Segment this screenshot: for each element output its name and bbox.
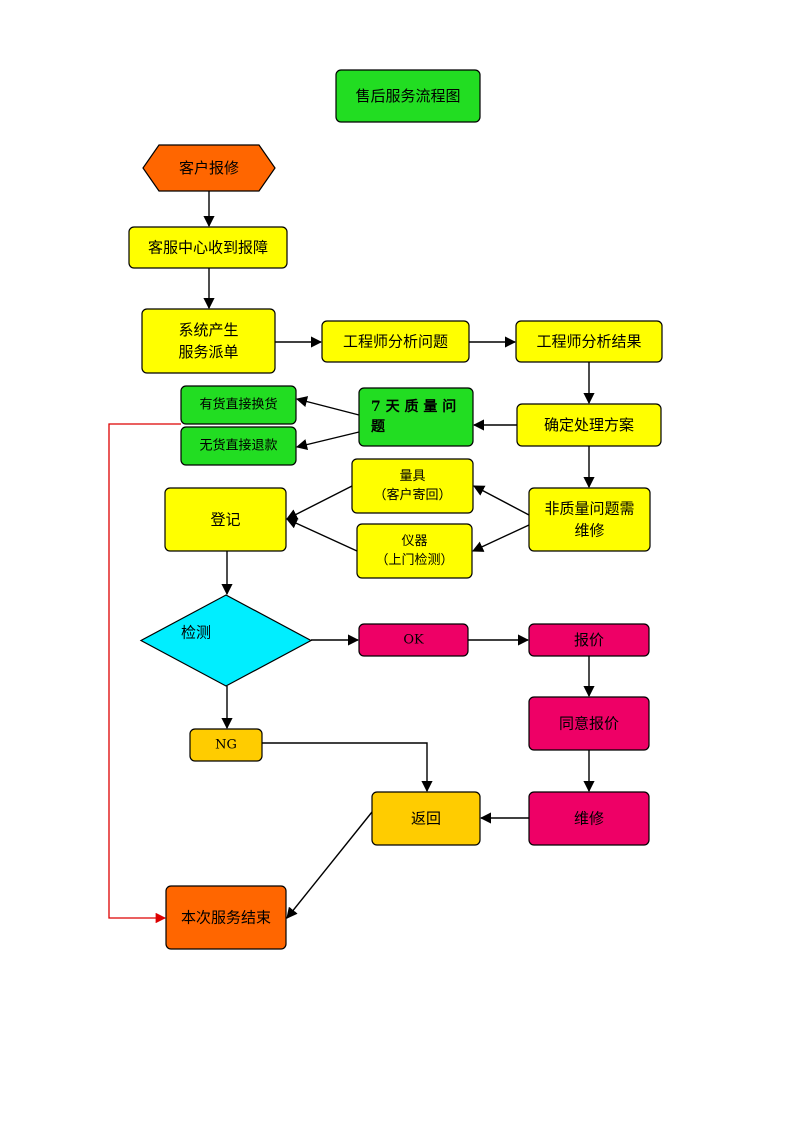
node-shape-in-stock-exchange [180,385,297,425]
node-title-box: 售后服务流程图 [335,69,481,123]
node-label-service-receive-line-1: 客服中心收到报障 [148,239,268,257]
connectors [108,191,595,924]
node-label-inspect-line-1: 检测 [181,624,211,642]
node-shape-system-dispatch [141,308,276,374]
node-label-instrument-line-2: （上门检测） [375,553,453,568]
arrow-instrument-to-register [285,518,358,552]
node-shape-customer-report [142,144,276,192]
arrow-non-quality-repair-to-measuring-tool [473,485,530,516]
node-shape-repair [528,791,650,846]
node-shape-agree-quote [528,696,650,751]
node-label-register-line-1: 登记 [210,511,240,529]
node-label-instrument-line-1: 仪器 [401,534,427,549]
node-shape-title-box [335,69,481,123]
node-shape-instrument [356,523,473,579]
node-label-service-end-line-1: 本次服务结束 [181,909,271,927]
node-return: 返回 [371,791,481,846]
node-agree-quote: 同意报价 [528,696,650,751]
node-shape-engineer-result [515,320,663,363]
node-measuring-tool: 量具 （客户寄回） [351,458,474,514]
node-label-system-dispatch-line-2: 服务派单 [178,343,238,361]
node-shape-service-end [165,885,287,950]
node-label-non-quality-repair-line-1: 非质量问题需 [544,500,634,518]
node-shape-engineer-analysis [321,320,470,363]
node-customer-report: 客户报修 [142,144,276,192]
node-label-return-line-1: 返回 [411,810,441,828]
node-shape-ng [189,728,263,762]
node-label-measuring-tool-line-2: （客户寄回） [373,487,451,503]
node-label-customer-report-line-1: 客户报修 [179,159,239,177]
node-inspect: 检测 [139,594,313,687]
node-label-engineer-analysis-line-1: 工程师分析问题 [343,333,448,351]
node-shape-inspect [139,594,313,687]
node-shape-no-stock-refund [180,426,297,466]
node-in-stock-exchange: 有货直接换货 [180,385,297,425]
node-shape-return [371,791,481,846]
arrow-non-quality-repair-to-instrument [471,524,530,552]
node-ng: NG [189,728,263,762]
node-label-measuring-tool-line-1: 量具 [399,469,425,484]
arrow-in-stock-exchange-to-service-end [108,423,181,924]
node-label-agree-quote-line-1: 同意报价 [559,715,619,733]
node-instrument: 仪器 （上门检测） [356,523,473,579]
node-label-quote-line-1: 报价 [574,631,604,649]
node-determine-plan: 确定处理方案 [516,403,662,447]
node-label-non-quality-repair-line-2: 维修 [574,521,604,539]
node-shape-seven-day-quality [358,387,474,447]
node-shape-determine-plan [516,403,662,447]
node-label-system-dispatch-line-1: 系统产生 [178,321,238,339]
arrow-seven-day-quality-to-no-stock-refund [295,431,360,451]
node-shape-non-quality-repair [528,487,651,552]
node-label-seven-day-quality-line-2: 题 [371,419,386,435]
node-quote: 报价 [528,623,650,657]
node-engineer-analysis: 工程师分析问题 [321,320,470,363]
node-shape-quote [528,623,650,657]
node-shape-measuring-tool [351,458,474,514]
node-service-end: 本次服务结束 [165,885,287,950]
node-label-engineer-result-line-1: 工程师分析结果 [536,333,641,351]
node-label-in-stock-exchange-line-1: 有货直接换货 [199,397,277,413]
node-ok: OK [358,623,469,657]
node-register: 登记 [164,487,287,552]
node-shape-service-receive [128,226,288,269]
node-engineer-result: 工程师分析结果 [515,320,663,363]
arrow-ng-to-return [262,742,433,793]
node-seven-day-quality: 7 天 质 量 问题 [358,387,474,447]
node-shape-ok [358,623,469,657]
node-repair: 维修 [528,791,650,846]
node-label-ng-line-1: NG [215,738,237,753]
node-label-determine-plan-line-1: 确定处理方案 [544,416,634,434]
arrow-return-to-service-end [286,811,373,919]
node-shape-register [164,487,287,552]
node-no-stock-refund: 无货直接退款 [180,426,297,466]
arrow-seven-day-quality-to-in-stock-exchange [295,396,360,416]
arrow-measuring-tool-to-register [286,485,353,520]
node-label-seven-day-quality-line-1: 7 天 质 量 问 [371,398,456,415]
node-label-ok-line-1: OK [403,633,424,648]
node-service-receive: 客服中心收到报障 [128,226,288,269]
node-label-no-stock-refund-line-1: 无货直接退款 [199,438,277,454]
node-label-title-box-line-1: 售后服务流程图 [355,87,460,105]
node-label-repair-line-1: 维修 [574,810,604,828]
